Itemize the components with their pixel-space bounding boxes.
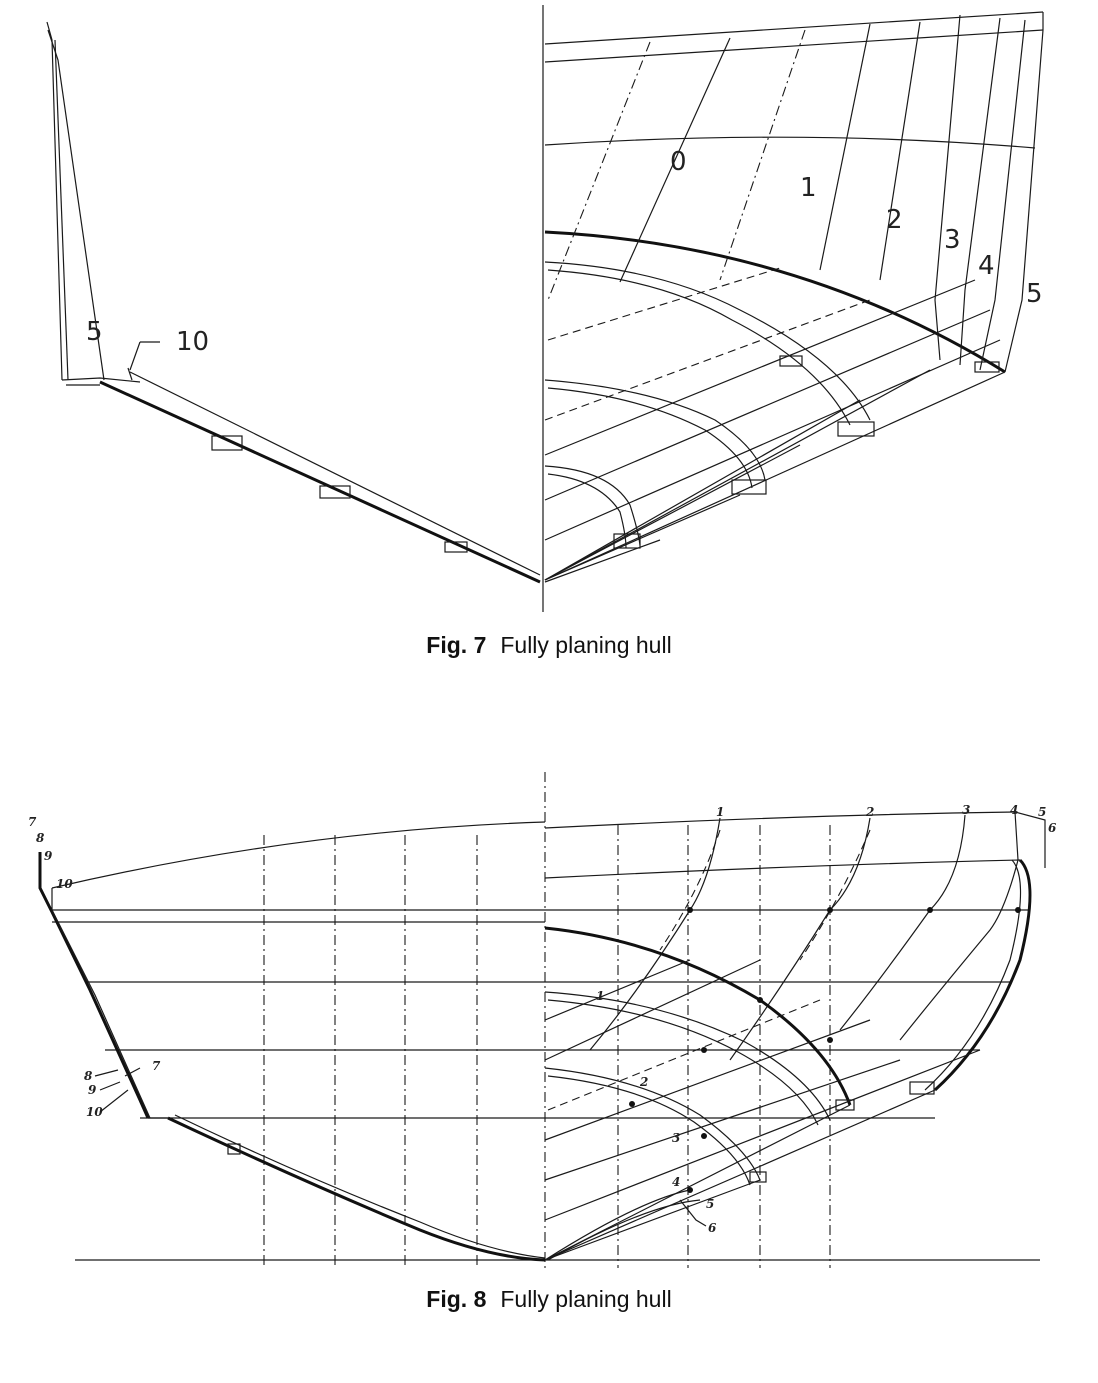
- fig7-station-0: 0: [670, 147, 687, 177]
- fig7-caption-text: Fully planing hull: [500, 632, 672, 658]
- fig7-label-5-left: 5: [86, 317, 103, 347]
- fig8-grid: [52, 825, 1030, 1268]
- fig7-right-hull: [544, 11, 1044, 583]
- fig8-inner-label-5: 5: [706, 1197, 714, 1211]
- fig8-left-body: [38, 821, 546, 1262]
- figure-8: 7 8 9 10 8 7 9 10: [0, 760, 1098, 1280]
- fig8-inner-label-4: 4: [672, 1175, 680, 1189]
- fig7-drawing: 5 10: [46, 5, 1044, 612]
- fig8-left-label-7: 7: [28, 815, 37, 829]
- fig7-station-1: 1: [800, 173, 817, 203]
- fig8-caption-text: Fully planing hull: [500, 1286, 672, 1312]
- fig8-inner-label-6: 6: [708, 1221, 717, 1235]
- figure-7: 5 10: [0, 0, 1098, 620]
- fig7-station-2: 2: [886, 205, 903, 235]
- fig8-chine-label-9: 9: [88, 1083, 97, 1097]
- fig8-inner-label-3: 3: [672, 1131, 680, 1145]
- fig8-drawing: 7 8 9 10 8 7 9 10: [28, 772, 1057, 1272]
- fig7-left-body: [46, 21, 541, 584]
- fig8-chine-label-7: 7: [152, 1059, 161, 1073]
- fig8-top-label-6: 6: [1048, 821, 1057, 835]
- fig8-left-label-8: 8: [36, 831, 45, 845]
- fig7-station-5: 5: [1026, 279, 1043, 309]
- fig8-caption-number: Fig. 8: [426, 1286, 487, 1312]
- fig7-caption: Fig. 7 Fully planing hull: [0, 632, 1098, 659]
- fig7-station-4: 4: [978, 251, 995, 281]
- fig8-left-label-10: 10: [56, 877, 73, 891]
- fig8-right-hull: [544, 811, 1046, 1261]
- fig7-caption-number: Fig. 7: [426, 632, 487, 658]
- fig8-chine-label-8: 8: [84, 1069, 93, 1083]
- fig8-chine-label-10: 10: [86, 1105, 103, 1119]
- fig7-station-3: 3: [944, 225, 961, 255]
- fig8-caption: Fig. 8 Fully planing hull: [0, 1286, 1098, 1313]
- fig8-inner-label-1: 1: [596, 989, 604, 1003]
- fig8-top-label-3: 3: [962, 803, 970, 817]
- fig7-label-10-left: 10: [176, 327, 209, 357]
- fig8-top-label-4: 4: [1010, 803, 1018, 817]
- fig8-top-label-5: 5: [1038, 805, 1046, 819]
- fig8-top-label-1: 1: [716, 805, 724, 819]
- fig8-top-label-2: 2: [865, 805, 874, 819]
- fig8-left-label-9: 9: [44, 849, 53, 863]
- fig8-inner-label-2: 2: [639, 1075, 648, 1089]
